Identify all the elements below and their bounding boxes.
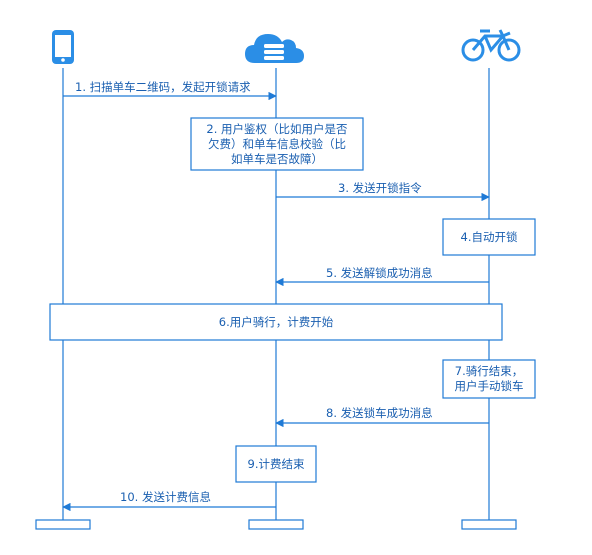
message-3-label: 3. 发送开锁指令 [338,181,422,195]
note-step9-label: 9.计费结束 [248,457,305,471]
cloud-server-icon [245,34,304,63]
message-1-label: 1. 扫描单车二维码，发起开锁请求 [75,80,251,94]
note-step4 [442,218,536,256]
lifeline-foot-phone [35,519,91,530]
note-step2 [190,117,364,171]
message-10-label: 10. 发送计费信息 [120,490,211,504]
message-8-label: 8. 发送锁车成功消息 [326,406,433,420]
message-5-label: 5. 发送解锁成功消息 [326,266,433,280]
bicycle-icon [461,29,521,62]
note-step7-line2: 用户手动锁车 [455,379,524,393]
lifeline-foot-cloud [248,519,304,530]
note-step2-line1: 2. 用户鉴权（比如用户是否 [206,122,348,136]
note-step6 [49,303,503,341]
phone-icon [52,30,74,64]
lifeline-foot-bike [461,519,517,530]
note-step4-label: 4.自动开锁 [461,230,518,244]
note-step7 [442,359,536,399]
note-step6-label: 6.用户骑行，计费开始 [219,315,334,329]
note-step9 [235,445,317,483]
note-step2-line3: 如单车是否故障） [231,152,323,166]
note-step2-line2: 欠费）和单车信息校验（比 [208,137,346,151]
note-step7-line1: 7.骑行结束， [455,364,523,378]
